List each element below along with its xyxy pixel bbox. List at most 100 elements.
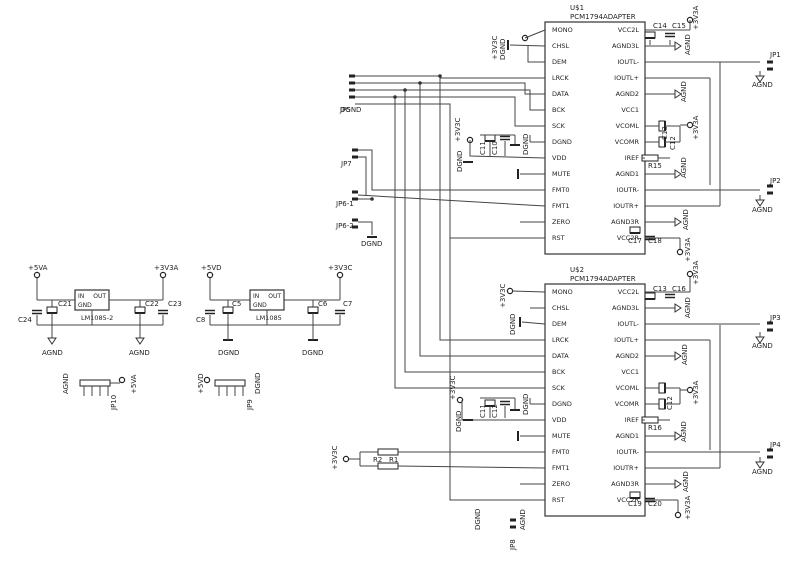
chip-pin-label: AGND3L [612,304,639,312]
resistor [377,448,399,456]
resistor-label: R2 [373,456,382,464]
agnd-symbol [755,336,765,344]
chip-pin-label: AGND1 [616,170,639,178]
supply-label: +3V3A [154,264,179,272]
header-pin [767,455,773,459]
jp9-header [214,379,246,387]
jp10-header [79,379,111,387]
chip-pin-label: VCC1 [621,106,639,114]
junction-dot [370,197,374,201]
bck-wire [404,90,545,373]
lrck-wire [355,75,545,79]
header-pin [349,81,355,85]
ground-label: AGND [62,373,70,394]
header-pin [352,190,358,194]
header-pin [352,148,358,152]
cap-label: C13 [653,285,667,293]
chip-pin-label: VCC1 [621,368,639,376]
chip-pin-label: DGND [552,400,572,408]
cap-label: C14 [653,22,667,30]
ground-label: AGND [752,206,773,214]
junction-dot [393,95,397,99]
chip-pin-label: IREF [625,416,640,424]
ground-label: AGND [684,297,692,318]
chip-pin-label: DEM [552,320,567,328]
supply-label: +3V3C [449,375,457,400]
supply-pin [686,270,694,278]
chip-pin-label: VCOML [616,122,640,130]
header-pin [349,95,355,99]
chip-pin-label: VCC2L [618,288,640,296]
wire [511,290,546,293]
regulator-pin-label: GND [253,302,267,309]
agnd-symbol [674,41,682,51]
cap-label: C13 [661,126,669,140]
supply-label: +3V3A [692,380,700,405]
cap-label: C20 [648,500,662,508]
supply-pin [336,271,344,279]
header-pin [767,184,773,188]
ground-label: AGND [680,157,688,178]
ground-label: AGND [680,81,688,102]
chip-pin-label: CHSL [552,304,570,312]
jp6-wire [358,221,373,235]
agnd-symbol [674,479,682,489]
header-pin [510,518,516,522]
vdd-wire [461,400,545,421]
chip-pin-label: SCK [552,384,566,392]
chip-pin-label: ZERO [552,480,570,488]
vdd-wire [469,140,546,159]
header-pin [767,448,773,452]
chip-pin-label: LRCK [552,74,569,82]
cap-label: C8 [196,316,205,324]
supply-pin [118,376,126,384]
ground-label: DGND [499,39,507,60]
chip-pin-label: VCOMR [615,138,640,146]
agnd-symbol [135,337,145,345]
ground-label: DGND [456,151,464,172]
cap-label: C24 [18,316,32,324]
jp5-label: JP5 [339,106,351,114]
regulator-ref: LM1085-2 [81,314,113,322]
data-wire [419,83,545,357]
header-pin [767,328,773,332]
chip-pin-label: DATA [552,352,569,360]
regulator-pin-label: OUT [93,293,106,300]
regulator-pin-label: OUT [268,293,281,300]
dem-wire [527,45,545,63]
wire [397,465,546,469]
cap-label: C15 [672,22,686,30]
ground-label: AGND [752,342,773,350]
ground-label: AGND [752,81,773,89]
jp8-label: JP8 [509,539,517,551]
resistor-label: R15 [648,162,662,170]
jp9-label: JP9 [246,399,254,411]
supply-pin [203,376,211,384]
ground-label: AGND [680,421,688,442]
chip-pin-label: IOUTR- [617,186,640,194]
header-pin [349,88,355,92]
junction-dot [418,81,422,85]
ground-label: DGND [302,349,323,357]
supply-label: +3V3A [692,5,700,30]
chip-pin-label: VCOML [616,384,640,392]
chip-pin-label: VDD [552,416,566,424]
junction-dot [403,88,407,92]
supply-label: +3V3C [491,35,499,60]
chip-pin-label: AGND3L [612,42,639,50]
sck-wire [394,97,545,389]
supply-label: +3V3A [692,260,700,285]
chip-pin-label: DATA [552,90,569,98]
chip-pin-label: DEM [552,58,567,66]
supply-label: +3V3C [328,264,353,272]
fmt1-wire [357,194,546,207]
chip-body [544,283,646,517]
chip-pin-label: LRCK [552,336,569,344]
cap-label: C12 [669,136,677,150]
chip-part: PCM1794ADAPTER [570,275,636,283]
agnd-symbol [755,461,765,469]
cap-label: C7 [343,300,352,308]
chip-pin-label: IOUTR+ [613,202,639,210]
regulator-ref: LM1085 [256,314,282,322]
jp2-label: JP2 [769,177,781,185]
